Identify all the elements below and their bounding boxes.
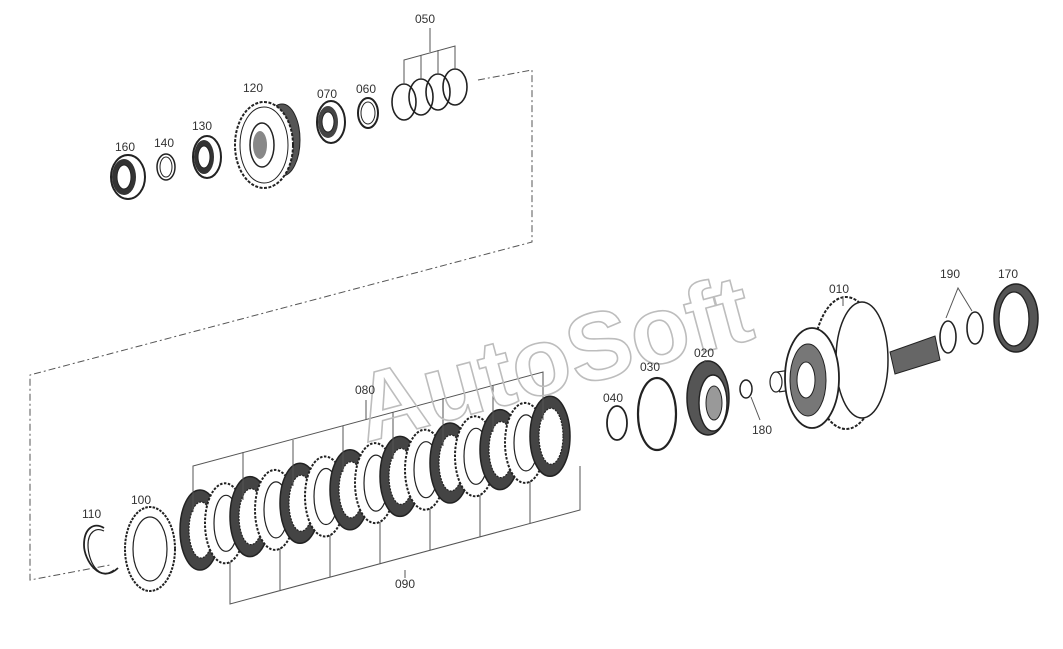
lead-080	[192, 371, 544, 512]
part-140-snap-ring	[156, 153, 176, 181]
part-180-o-ring	[739, 379, 753, 399]
part-070-bearing	[316, 100, 346, 144]
part-010-clutch-drum-shaft	[769, 296, 941, 430]
callout-010: 010	[829, 282, 849, 296]
lead-090	[229, 466, 581, 605]
callout-020: 020	[694, 346, 714, 360]
part-160-bearing	[110, 154, 146, 200]
callout-100: 100	[131, 493, 151, 507]
part-100-pressure-plate	[124, 506, 176, 592]
friction-plate-bore	[538, 407, 564, 465]
part-130-bearing	[192, 135, 222, 179]
part-110-snap-ring	[83, 524, 119, 575]
part-120-gear	[234, 101, 301, 189]
part-040-o-ring	[606, 405, 628, 441]
callout-110: 110	[82, 507, 101, 521]
part-030-o-ring	[636, 376, 678, 452]
assembly-axis	[29, 69, 533, 581]
callout-040: 040	[603, 391, 623, 405]
callout-070: 070	[317, 87, 337, 101]
callout-080: 080	[355, 383, 375, 397]
callout-060: 060	[356, 82, 376, 96]
lead-180	[750, 396, 761, 421]
part-170-seal	[993, 283, 1039, 353]
callout-050: 050	[415, 12, 435, 26]
callout-190: 190	[940, 267, 960, 281]
callout-030: 030	[640, 360, 660, 374]
part-050-shims	[391, 28, 468, 121]
callout-160: 160	[115, 140, 135, 154]
part-060-ring	[357, 97, 379, 129]
callout-120: 120	[243, 81, 263, 95]
part-020-piston	[686, 360, 730, 436]
callout-090: 090	[395, 577, 415, 591]
clutch-plate-pack	[179, 395, 571, 571]
callout-180: 180	[752, 423, 772, 437]
callout-170: 170	[998, 267, 1018, 281]
callout-140: 140	[154, 136, 174, 150]
part-190-rings	[939, 286, 984, 354]
callout-130: 130	[192, 119, 212, 133]
